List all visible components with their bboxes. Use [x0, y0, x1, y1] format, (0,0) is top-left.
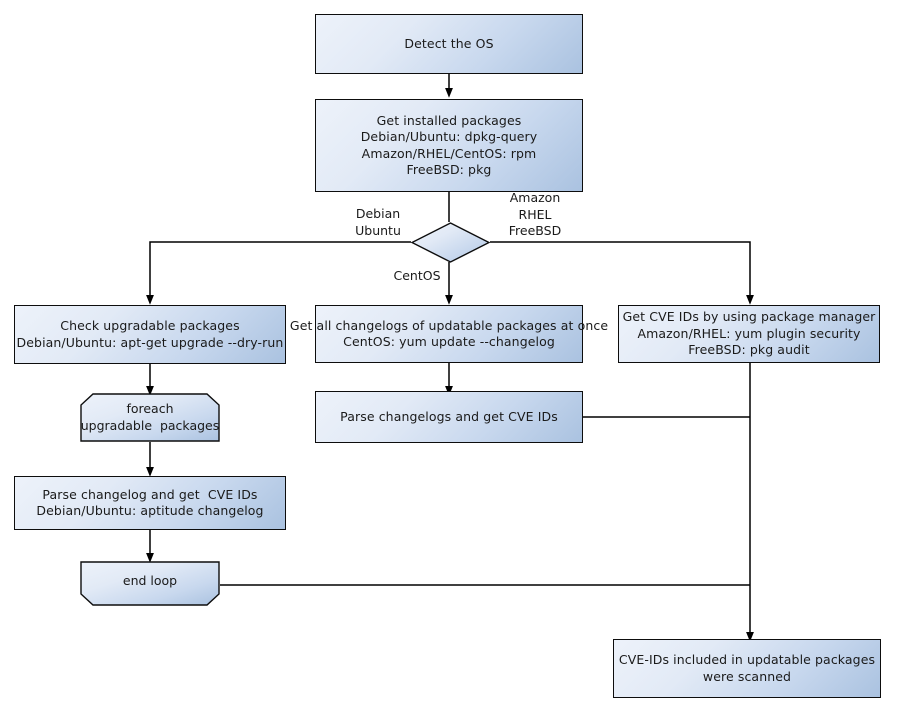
edge-label-debian-ubuntu: Debian Ubuntu — [355, 206, 401, 238]
loop-start-shape — [80, 393, 220, 442]
edge-label-centos: CentOS — [393, 268, 441, 283]
node-get-installed-packages[interactable]: Get installed packages Debian/Ubuntu: dp… — [315, 99, 583, 192]
node-end-loop[interactable]: end loop — [80, 561, 220, 606]
node-parse-changelogs-cve-ids[interactable]: Parse changelogs and get CVE IDs — [315, 391, 583, 443]
node-detect-os[interactable]: Detect the OS — [315, 14, 583, 74]
node-cve-ids-scanned[interactable]: CVE-IDs included in updatable packages w… — [613, 639, 881, 698]
edge-label-amazon-rhel-freebsd: Amazon RHEL FreeBSD — [508, 190, 562, 238]
diamond-shape — [410, 222, 491, 263]
edge-decision-to-cve-package-manager — [490, 241, 754, 305]
node-check-upgradable-packages[interactable]: Check upgradable packages Debian/Ubuntu:… — [14, 305, 286, 364]
loop-end-shape — [80, 561, 220, 606]
node-os-decision[interactable] — [410, 222, 491, 263]
node-foreach-upgradable-packages[interactable]: foreach upgradable packages — [80, 393, 220, 442]
node-end-loop-label: end loop — [122, 572, 178, 588]
edge-decision-to-check-upgradable — [146, 241, 411, 305]
node-get-all-changelogs[interactable]: Get all changelogs of updatable packages… — [290, 305, 608, 363]
node-foreach-label: foreach upgradable packages — [80, 401, 220, 433]
node-get-cve-ids-package-manager[interactable]: Get CVE IDs by using package manager Ama… — [618, 305, 880, 363]
node-parse-changelog-cve-ids[interactable]: Parse changelog and get CVE IDs Debian/U… — [14, 476, 286, 530]
